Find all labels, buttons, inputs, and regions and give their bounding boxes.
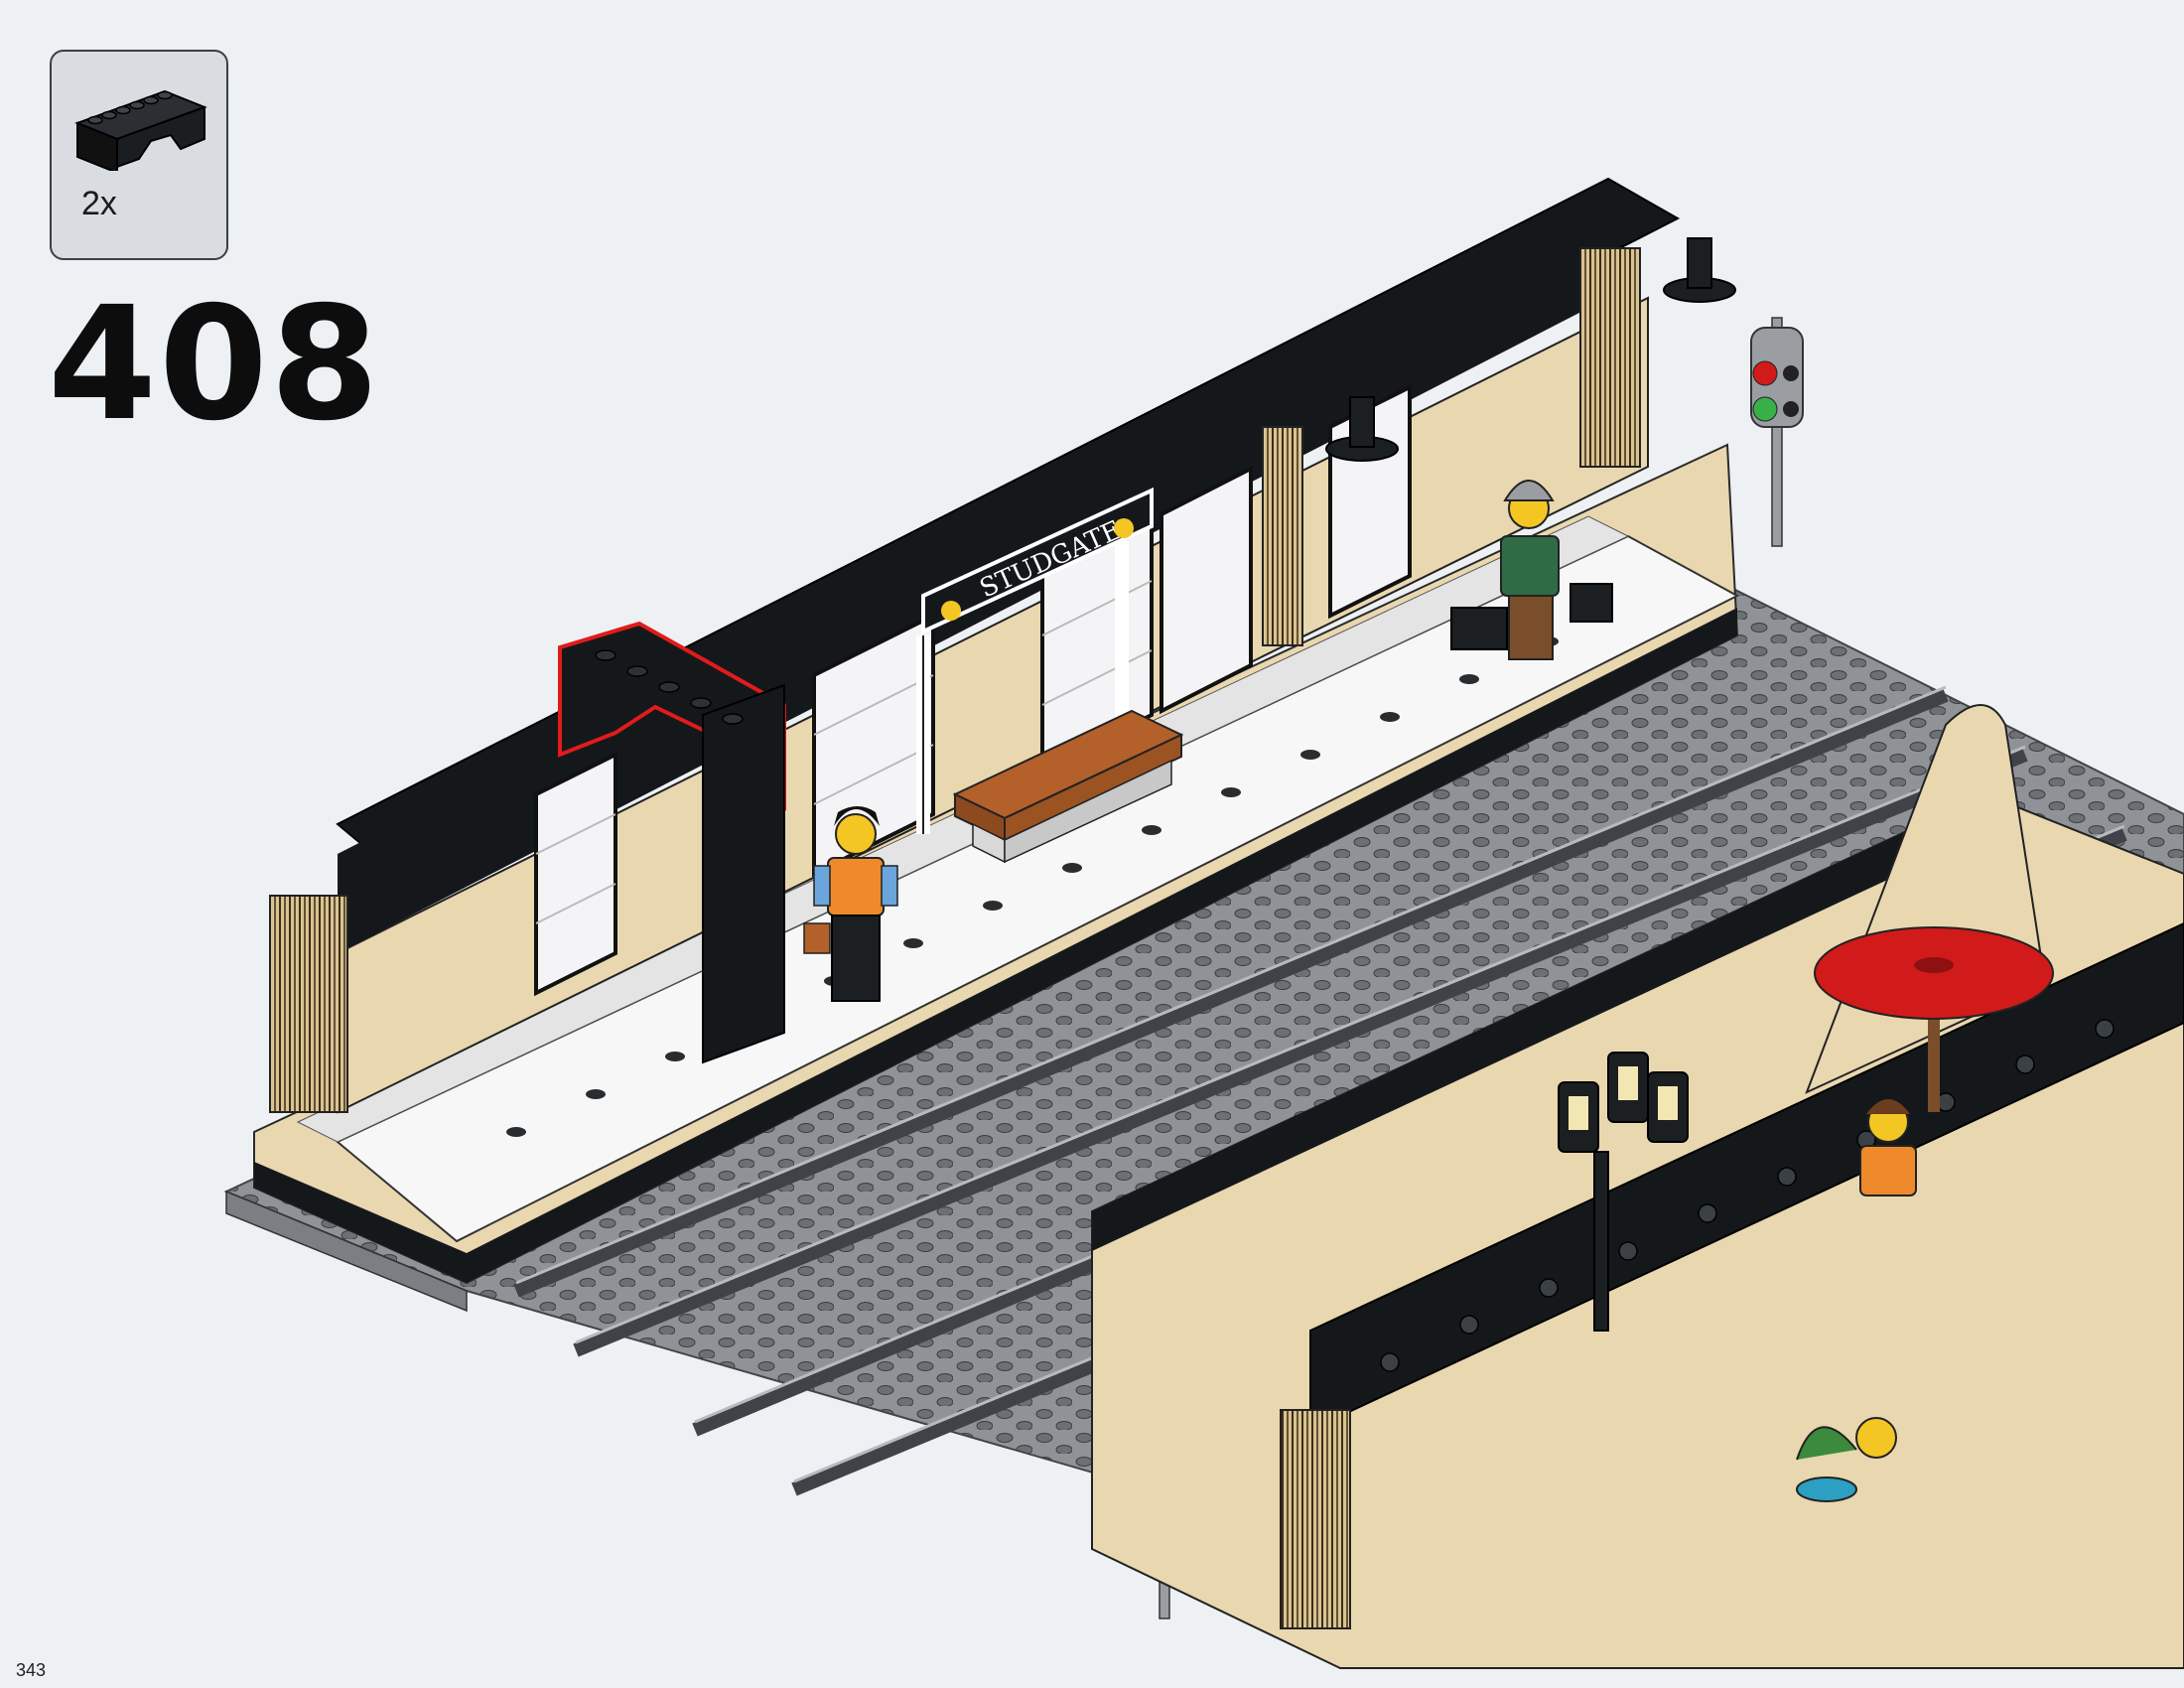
minifigure-worker-cafe (1859, 1099, 1917, 1196)
fluted-column-left (269, 895, 348, 1113)
page-number: 343 (16, 1660, 47, 1680)
part-quantity: 2x (81, 185, 117, 222)
step-number: 408 (48, 273, 381, 456)
minifigure-traveler (1450, 480, 1613, 660)
new-arch-brick-highlight (558, 621, 786, 1064)
parts-callout: 2x (50, 50, 228, 260)
fluted-column-right (1579, 247, 1641, 468)
wall-lamps (1325, 237, 1736, 462)
fluted-column-middle (1262, 426, 1303, 646)
minifigure-worker-left (803, 806, 898, 1002)
arch-brick-icon (74, 89, 207, 171)
flower-pot (1796, 1417, 1897, 1502)
railway-signal-back (1750, 317, 1804, 547)
cafe-umbrella (1814, 926, 2054, 1112)
platform-bench (952, 709, 1184, 864)
iron-girder (1309, 921, 2184, 1432)
